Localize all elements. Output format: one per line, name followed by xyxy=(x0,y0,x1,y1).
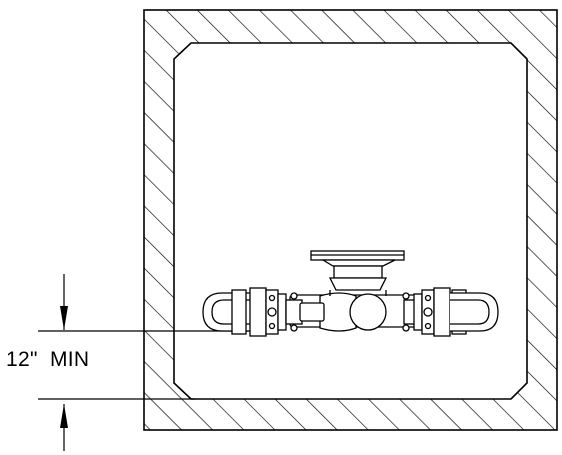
dimension-label: 12" MIN xyxy=(6,348,90,371)
dimension-arrows xyxy=(60,306,68,428)
arrow-down-icon xyxy=(60,306,68,330)
vault-wall xyxy=(143,9,558,431)
meter-assembly xyxy=(202,250,499,337)
arrow-up-icon xyxy=(60,404,68,428)
